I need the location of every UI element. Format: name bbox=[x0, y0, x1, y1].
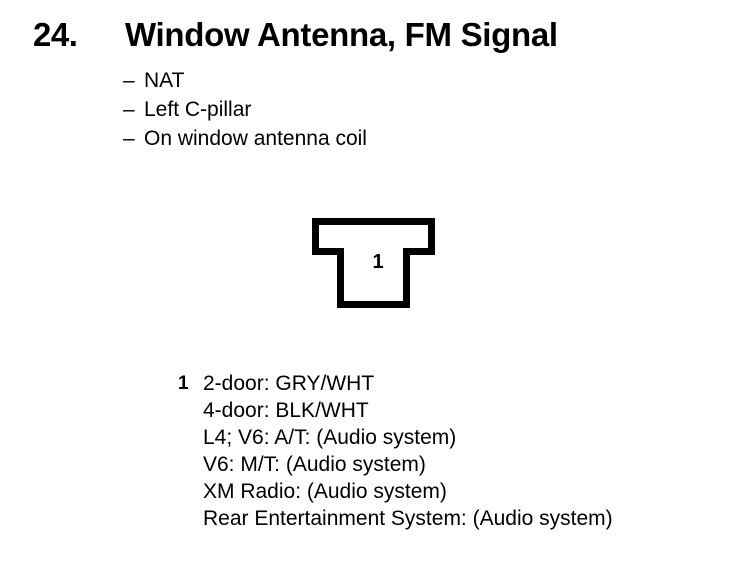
page-title: Window Antenna, FM Signal bbox=[125, 16, 558, 53]
dash-bullet-icon: – bbox=[123, 98, 135, 121]
note-item-label: On window antenna coil bbox=[144, 127, 367, 150]
page-header: 24. Window Antenna, FM Signal bbox=[0, 14, 752, 60]
legend-row: 1 2-door: GRY/WHT bbox=[178, 370, 738, 397]
note-item-label: NAT bbox=[144, 69, 185, 92]
legend-row: L4; V6: A/T: (Audio system) bbox=[178, 424, 738, 451]
dash-bullet-icon: – bbox=[123, 127, 135, 150]
legend-marker: 1 bbox=[178, 373, 189, 394]
legend-row: V6: M/T: (Audio system) bbox=[178, 451, 738, 478]
legend-row: XM Radio: (Audio system) bbox=[178, 478, 738, 505]
note-item: –NAT bbox=[123, 66, 643, 95]
connector-outline-icon bbox=[312, 218, 435, 308]
dash-bullet-icon: – bbox=[123, 69, 135, 92]
note-item: –Left C-pillar bbox=[123, 95, 643, 124]
legend-text: V6: M/T: (Audio system) bbox=[203, 453, 426, 476]
connector-diagram: 1 bbox=[305, 210, 445, 315]
legend-text: XM Radio: (Audio system) bbox=[203, 480, 447, 503]
note-item-label: Left C-pillar bbox=[144, 98, 252, 121]
note-item: –On window antenna coil bbox=[123, 124, 643, 153]
legend-text: Rear Entertainment System: (Audio system… bbox=[203, 507, 613, 530]
notes-list: –NAT –Left C-pillar –On window antenna c… bbox=[123, 66, 643, 153]
legend-text: 4-door: BLK/WHT bbox=[203, 399, 369, 422]
connector-cavity-number: 1 bbox=[372, 251, 384, 273]
legend-row: Rear Entertainment System: (Audio system… bbox=[178, 505, 738, 532]
legend-text: L4; V6: A/T: (Audio system) bbox=[203, 426, 457, 449]
legend-text: 2-door: GRY/WHT bbox=[203, 372, 375, 395]
item-number: 24. bbox=[33, 16, 78, 53]
legend-row: 4-door: BLK/WHT bbox=[178, 397, 738, 424]
legend-list: 1 2-door: GRY/WHT 4-door: BLK/WHT L4; V6… bbox=[178, 370, 738, 532]
